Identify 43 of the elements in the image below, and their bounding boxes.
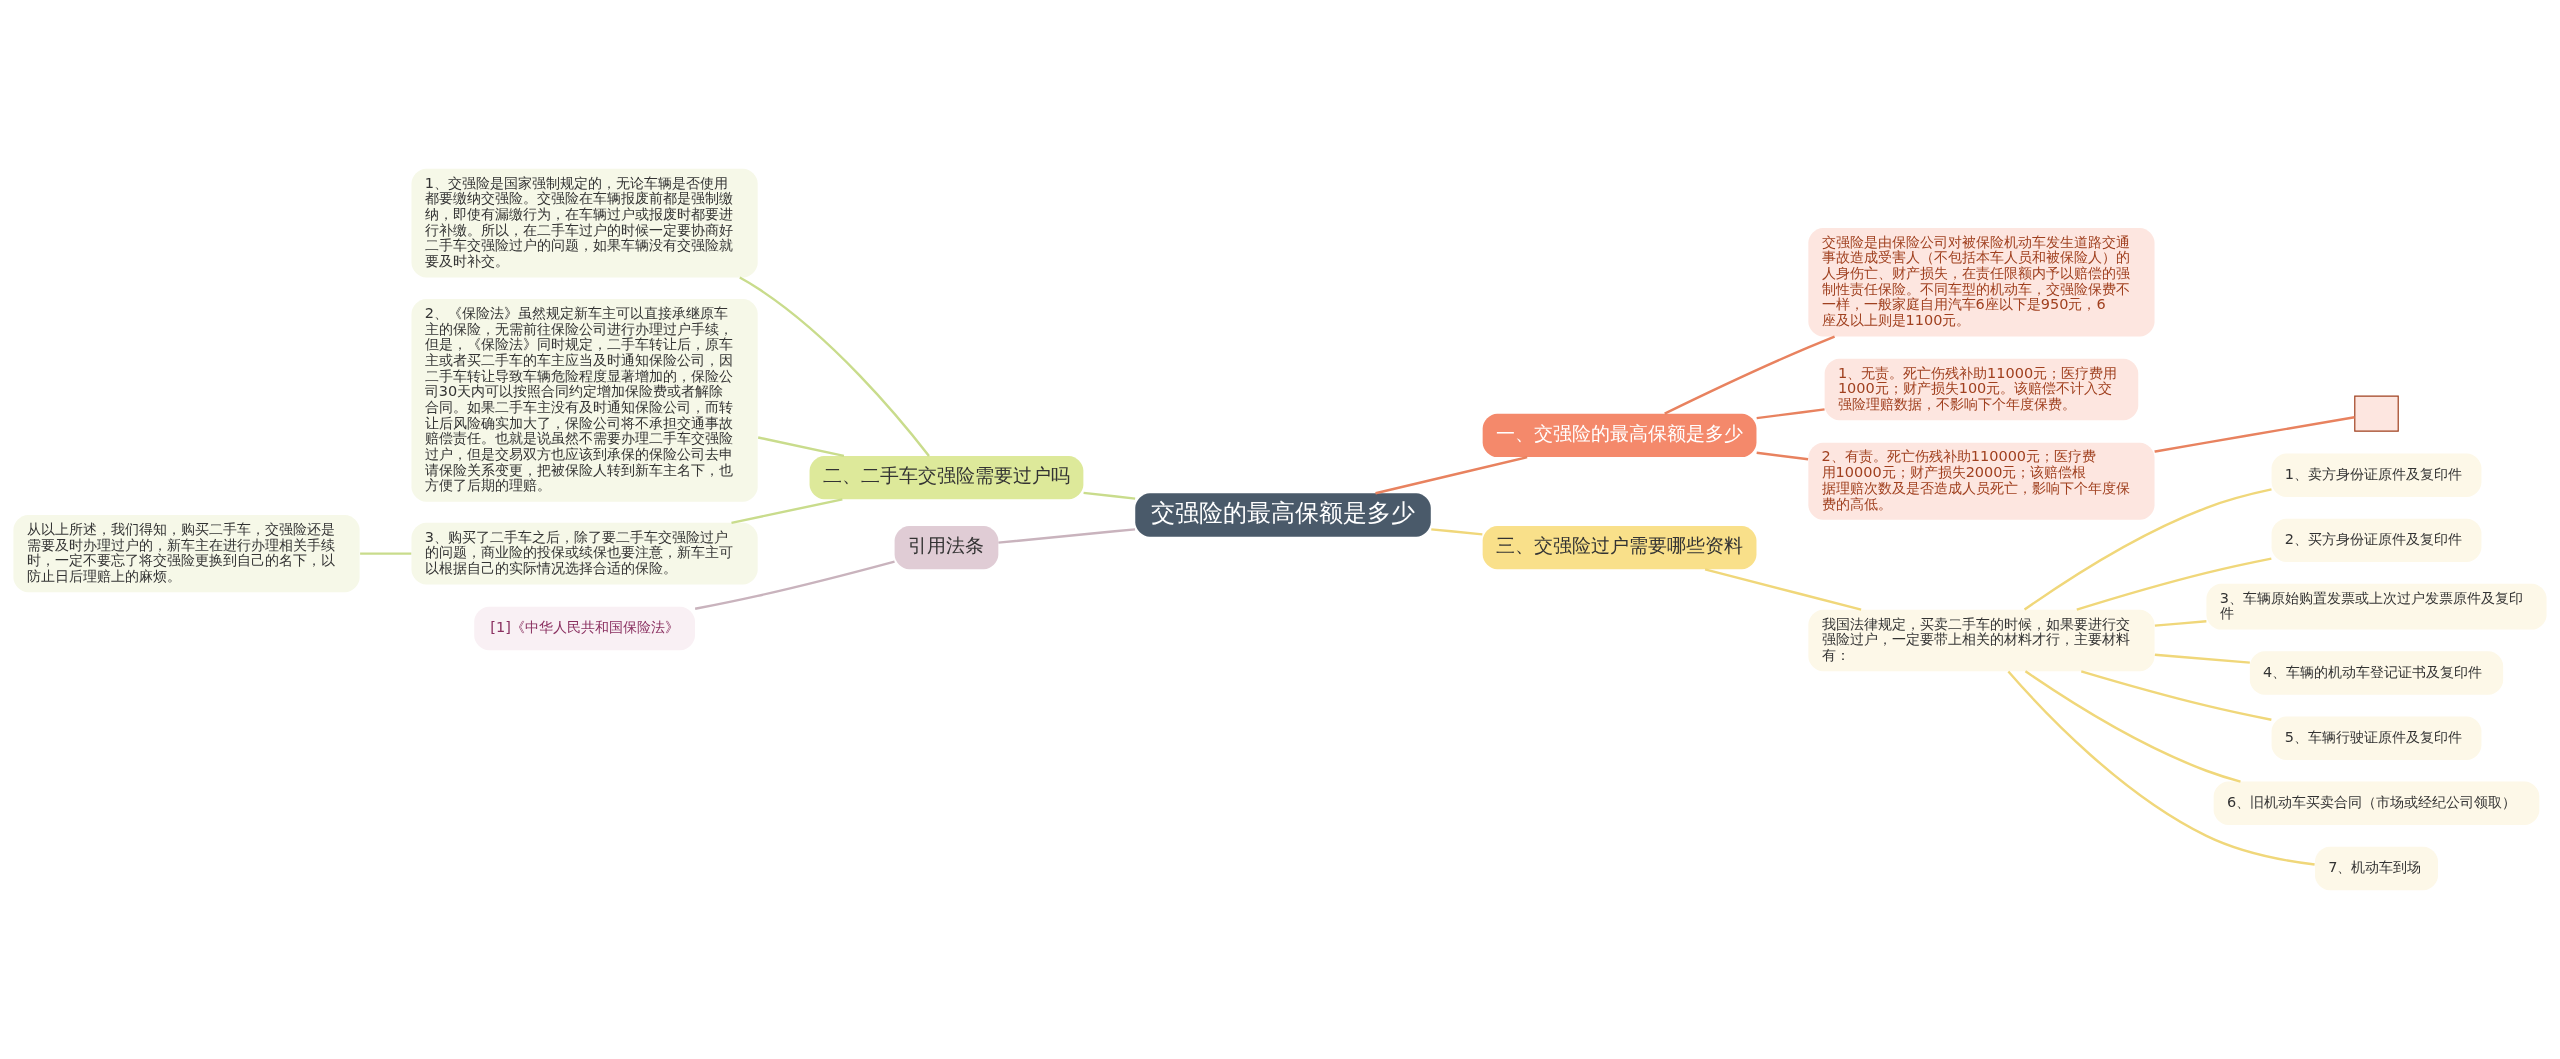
connector: [1704, 568, 1862, 611]
node-box: 一、交强险的最高保额是多少: [1482, 413, 1757, 458]
node-box: 2、有责。死亡伤残补助110000元；医疗费用10000元；财产损失2000元；该赔偿根据理赔次数及是否造成人员死亡，影响下个年度保费的高低。: [1808, 442, 2155, 520]
node-box: 3、购买了二手车之后，除了要二手车交强险过户的问题，商业险的投保或续保也要注意，新车主可以根据自己的实际情况选择合适的保险。: [411, 522, 758, 585]
connector: [2154, 416, 2355, 453]
connector: [1375, 455, 1528, 495]
connector: [694, 560, 895, 610]
connector: [757, 436, 845, 458]
node-box: 3、车辆原始购置发票或上次过户发票原件及复印件: [2206, 583, 2547, 630]
connector: [2024, 670, 2241, 783]
node-box: 1、交强险是国家强制规定的，无论车辆是否使用都要缴纳交强险。交强险在车辆报废前都是强制缴纳，即使有漏缴行为，在车辆过户或报废时都要进行补缴。所以，在二手车过户的时候一定要协商好二手车交强险过户的问题，如果车辆没有交强险就要及时补交。: [411, 168, 758, 278]
node-box: 2、买方身份证原件及复印件: [2271, 518, 2482, 563]
connector: [360, 552, 412, 555]
connector: [2007, 670, 2315, 866]
node-box: 5、车辆行驶证原件及复印件: [2271, 716, 2482, 760]
connector: [1756, 451, 1809, 461]
connector: [2076, 557, 2272, 611]
connector: [2154, 653, 2250, 664]
connector: [1083, 491, 1136, 500]
node-box: 7、机动车到场: [2315, 846, 2438, 891]
node-box: 6、旧机动车买卖合同（市场或经纪公司领取）: [2213, 781, 2540, 826]
connector: [998, 528, 1136, 544]
node-box: [2354, 395, 2399, 432]
connector: [1756, 408, 1825, 420]
node-box: 从以上所述，我们得知，购买二手车，交强险还是需要及时办理过户的，新车主在进行办理相关手续时，一定不要忘了将交强险更换到自己的名下，以防止日后理赔上的麻烦。: [13, 515, 360, 593]
node-box: 我国法律规定，买卖二手车的时候，如果要进行交强险过户，一定要带上相关的材料才行，主要材料有：: [1808, 609, 2155, 672]
node-box: 引用法条: [894, 525, 999, 570]
connector: [739, 276, 930, 457]
node-box: 4、车辆的机动车登记证书及复印件: [2249, 651, 2504, 695]
node-box: 1、无责。死亡伤残补助11000元；医疗费用1000元；财产损失100元。该赔偿不计入交强险理赔数据，不影响下个年度保费。: [1824, 358, 2139, 421]
connector: [2154, 620, 2207, 627]
node-box: 1、卖方身份证原件及复印件: [2271, 453, 2482, 497]
connector: [731, 498, 843, 524]
node-box: 交强险是由保险公司对被保险机动车发生道路交通事故造成受害人（不包括本车人员和被保险人）的人身伤亡、财产损失，在责任限额内予以赔偿的强制性责任保险。不同车型的机动车，交强险保费不一样，一般家庭自用汽车6座以下是950元，6座及以上则是1100元。: [1808, 227, 2155, 337]
node-box: 2、《保险法》虽然规定新车主可以直接承继原车主的保险，无需前往保险公司进行办理过户手续，但是，《保险法》同时规定，二手车转让后，原车主或者买二手车的车主应当及时通知保险公司，因二手车转让导致车辆危险程度显著增加的，保险公司30天内可以按照合同约定增加保险费或者解除合同。如果二手车主没有及时通知保险公司，而转让后风险确实加大了，保险公司将不承担交通事故赔偿责任。也就是说虽然不需要办理二手车交强险过户，但是交易双方也应该到承保的保险公司去申请保险关系变更，把被保险人转到新车主名下，也方便了后期的理赔。: [411, 299, 758, 502]
node-box: 交强险的最高保额是多少: [1135, 493, 1431, 537]
connector: [2080, 670, 2272, 721]
node-box: [1]《中华人民共和国保险法》: [474, 606, 695, 651]
node-box: 二、二手车交强险需要过户吗: [809, 455, 1084, 500]
node-box: 三、交强险过户需要哪些资料: [1482, 525, 1757, 570]
connector: [1431, 528, 1483, 536]
connector: [2023, 488, 2272, 611]
connector: [1664, 335, 1836, 415]
